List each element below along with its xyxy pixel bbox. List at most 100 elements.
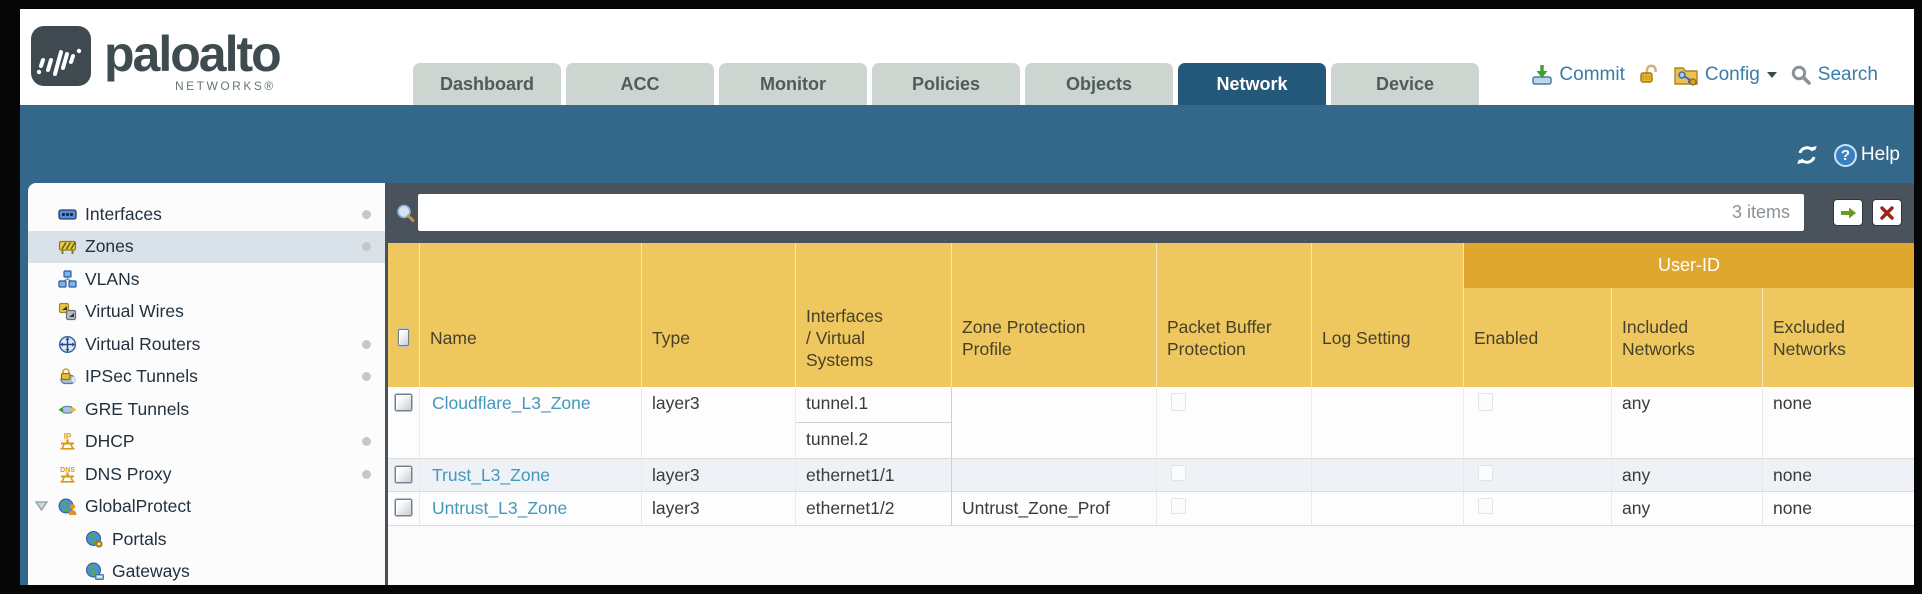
log-setting-cell [1312,492,1464,525]
search-label: Search [1817,64,1878,85]
included-networks-cell: any [1612,492,1763,525]
collapse-triangle-icon[interactable] [35,500,48,511]
status-dot [362,469,371,479]
row-checkbox[interactable] [395,466,412,483]
gre-tunnels-icon [58,405,77,414]
apply-filter-button[interactable] [1833,199,1863,226]
zone-type-cell: layer3 [642,387,796,458]
help-label: Help [1860,144,1900,165]
tab-policies[interactable]: Policies [872,63,1020,105]
enabled-checkbox[interactable] [1478,498,1493,514]
commit-icon [1532,65,1553,85]
status-dot [362,339,371,349]
table-row[interactable]: Trust_L3_Zone layer3 ethernet1/1 any non… [388,459,1914,492]
top-header: paloalto NETWORKS® Dashboard ACC Monitor… [20,9,1914,105]
virtual-routers-icon [58,335,77,353]
column-header-name[interactable]: Name [420,243,642,387]
sidebar-item-globalprotect[interactable]: GlobalProtect [28,491,385,524]
help-button[interactable]: ? Help [1833,143,1900,167]
clear-filter-button[interactable] [1872,199,1902,226]
zone-interfaces-cell: tunnel.1 tunnel.2 [796,387,952,458]
dhcp-icon: IP [60,432,75,450]
sidebar-item-interfaces[interactable]: Interfaces [28,198,385,231]
network-sidebar: Interfaces Zones [28,183,385,585]
zone-name-link[interactable]: Untrust_L3_Zone [432,498,568,518]
tab-network[interactable]: Network [1178,63,1326,105]
status-dot [362,437,371,447]
config-menu-button[interactable]: Config [1673,63,1778,87]
commit-label: Commit [1559,64,1625,85]
tab-device[interactable]: Device [1331,63,1479,105]
sidebar-item-label: Interfaces [85,203,162,224]
refresh-icon[interactable] [1794,143,1820,167]
sidebar-item-label: GlobalProtect [85,496,192,517]
filter-input[interactable] [418,194,1732,231]
enabled-checkbox[interactable] [1478,393,1493,411]
sidebar-item-portals[interactable]: Portals [28,523,385,556]
dns-proxy-icon: DNS [60,467,75,483]
select-all-checkbox[interactable] [398,329,409,346]
packet-buffer-checkbox[interactable] [1171,498,1186,514]
search-button[interactable]: Search [1790,64,1878,86]
table-row[interactable]: Untrust_L3_Zone layer3 ethernet1/2 Untru… [388,492,1914,526]
virtual-wires-icon [58,303,77,321]
log-setting-cell [1312,387,1464,458]
sidebar-item-virtual-wires[interactable]: Virtual Wires [28,296,385,329]
sidebar-item-dns-proxy[interactable]: DNS DNS Proxy [28,458,385,491]
firewall-admin-window: paloalto NETWORKS® Dashboard ACC Monitor… [20,9,1914,585]
unlock-icon[interactable] [1637,63,1661,87]
help-icon: ? [1833,143,1857,167]
sidebar-item-label: Zones [85,236,134,257]
column-header-excluded-networks[interactable]: Excluded Networks [1773,316,1846,359]
table-row[interactable]: Cloudflare_L3_Zone layer3 tunnel.1 tunne… [388,387,1914,459]
zone-name-link[interactable]: Trust_L3_Zone [432,465,551,485]
column-header-interfaces[interactable]: Interfaces / Virtual Systems [796,243,952,387]
zone-protection-cell [952,387,1157,458]
column-header-included-networks[interactable]: Included Networks [1612,243,1763,387]
interface-entry: tunnel.1 [796,387,951,423]
sidebar-item-ipsec-tunnels[interactable]: IPSec Tunnels [28,361,385,394]
sidebar-splitter[interactable] [385,183,388,585]
tab-dashboard[interactable]: Dashboard [413,63,561,105]
column-header-zone-protection-profile[interactable]: Zone Protection Profile [952,243,1157,387]
commit-button[interactable]: Commit [1531,64,1625,86]
packet-buffer-checkbox[interactable] [1171,465,1186,481]
portals-icon [86,530,103,548]
sidebar-item-vlans[interactable]: VLANs [28,263,385,296]
excluded-networks-cell: none [1773,393,1812,413]
log-setting-cell [1312,459,1464,491]
zone-type-cell: layer3 [642,492,796,525]
column-header-log-setting[interactable]: Log Setting [1312,243,1464,387]
filter-search-icon [397,204,415,222]
sidebar-item-gre-tunnels[interactable]: GRE Tunnels [28,393,385,426]
tab-monitor[interactable]: Monitor [719,63,867,105]
column-header-packet-buffer-protection[interactable]: Packet Buffer Protection [1157,243,1312,387]
packet-buffer-checkbox[interactable] [1171,393,1186,411]
row-checkbox[interactable] [395,394,412,411]
sidebar-item-zones[interactable]: Zones [28,230,385,263]
status-dot [362,242,371,252]
item-count: 3 items [1731,202,1790,222]
main-nav-tabs: Dashboard ACC Monitor Policies Objects N… [413,63,1479,105]
zone-protection-cell: Untrust_Zone_Prof [952,492,1157,525]
ipsec-tunnels-icon [60,368,76,385]
user-id-enabled-cell [1464,492,1612,525]
search-icon [1791,65,1811,85]
packet-buffer-cell [1157,387,1312,458]
tab-acc[interactable]: ACC [566,63,714,105]
sidebar-item-virtual-routers[interactable]: Virtual Routers [28,328,385,361]
zone-name-link[interactable]: Cloudflare_L3_Zone [432,393,591,413]
filter-input-wrap: 3 items [418,194,1804,231]
row-checkbox[interactable] [395,499,412,516]
sidebar-item-label: DNS Proxy [85,463,172,484]
sidebar-item-gateways[interactable]: Gateways [28,556,385,586]
column-header-type[interactable]: Type [642,243,796,387]
sidebar-item-dhcp[interactable]: IP DHCP [28,426,385,459]
included-networks-cell: any [1612,459,1763,491]
zone-protection-cell [952,459,1157,491]
enabled-checkbox[interactable] [1478,465,1493,481]
vlans-icon [58,270,77,288]
column-header-enabled[interactable]: Enabled [1464,243,1612,387]
zones-table-header: User-ID Name Type Interfaces / Virtual S… [388,243,1914,387]
tab-objects[interactable]: Objects [1025,63,1173,105]
